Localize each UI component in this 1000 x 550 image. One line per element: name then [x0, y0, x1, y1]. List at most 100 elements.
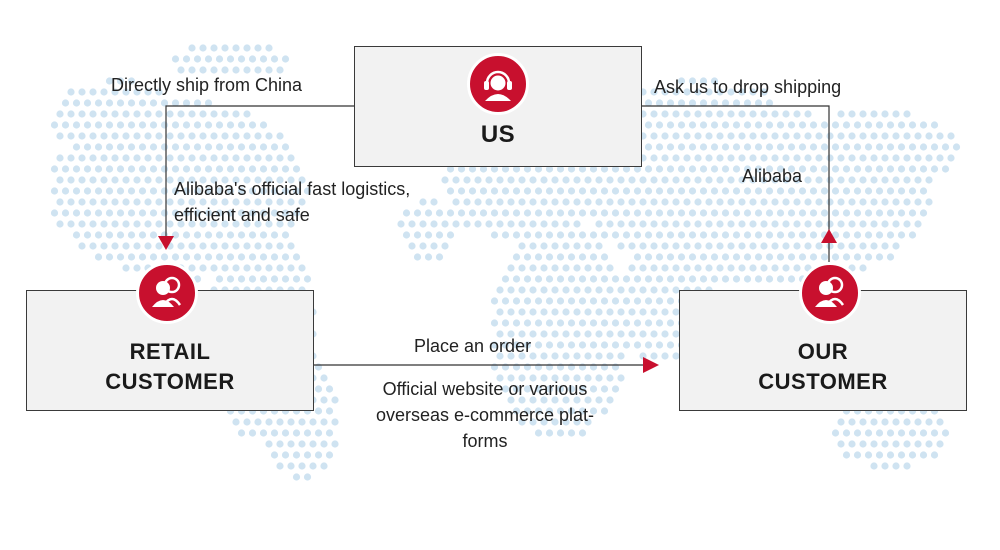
map-dot [589, 275, 598, 283]
map-dot [886, 209, 895, 217]
map-dot [578, 407, 587, 415]
map-dot [919, 165, 928, 173]
map-dot [265, 198, 273, 206]
map-dot [584, 176, 592, 184]
map-dot [545, 231, 554, 239]
map-dot [133, 242, 141, 250]
map-dot [468, 209, 477, 217]
map-dot [870, 242, 878, 250]
map-dot [78, 88, 86, 96]
map-dot [424, 253, 433, 261]
map-dot [952, 143, 961, 151]
map-dot [644, 231, 653, 239]
map-dot [732, 253, 741, 261]
map-dot [292, 275, 301, 283]
map-dot [908, 121, 917, 129]
map-dot [534, 341, 543, 349]
map-dot [534, 209, 543, 217]
map-dot [595, 242, 603, 250]
map-dot [672, 242, 680, 250]
map-dot [760, 154, 768, 162]
map-dot [842, 165, 851, 173]
map-dot [683, 176, 691, 184]
map-dot [155, 110, 163, 118]
map-dot [655, 121, 664, 129]
map-dot [534, 385, 543, 393]
map-dot [551, 198, 559, 206]
map-dot [809, 253, 818, 261]
map-dot [221, 264, 229, 272]
map-dot [298, 264, 306, 272]
map-dot [699, 187, 708, 195]
map-dot [886, 231, 895, 239]
map-dot [644, 143, 653, 151]
map-dot [468, 165, 477, 173]
map-dot [628, 198, 636, 206]
map-dot [149, 99, 158, 107]
map-dot [67, 198, 75, 206]
map-dot [787, 165, 796, 173]
map-dot [545, 275, 554, 283]
map-dot [419, 198, 427, 206]
map-dot [578, 187, 587, 195]
map-dot [276, 264, 284, 272]
map-dot [727, 176, 735, 184]
map-dot [221, 44, 229, 52]
map-dot [639, 286, 647, 294]
map-dot [661, 88, 669, 96]
map-dot [441, 220, 449, 228]
map-dot [204, 99, 213, 107]
map-dot [842, 121, 851, 129]
map-dot [210, 264, 218, 272]
map-dot [688, 165, 697, 173]
map-dot [677, 77, 686, 85]
map-dot [859, 220, 867, 228]
map-dot [303, 473, 312, 481]
map-dot [870, 154, 878, 162]
map-dot [661, 264, 669, 272]
map-dot [727, 198, 735, 206]
map-dot [116, 187, 125, 195]
map-dot [540, 352, 548, 360]
map-dot [226, 121, 235, 129]
map-dot [936, 132, 944, 140]
map-dot [160, 99, 169, 107]
map-dot [105, 77, 114, 85]
map-dot [892, 132, 900, 140]
map-dot [859, 418, 867, 426]
map-dot [248, 143, 257, 151]
map-dot [83, 231, 92, 239]
map-dot [644, 319, 653, 327]
map-dot [105, 143, 114, 151]
map-dot [111, 154, 119, 162]
map-dot [199, 154, 207, 162]
map-dot [177, 154, 185, 162]
map-dot [303, 451, 312, 459]
map-dot [94, 231, 103, 239]
map-dot [688, 187, 697, 195]
map-dot [204, 231, 213, 239]
map-dot [199, 44, 207, 52]
map-dot [281, 165, 290, 173]
map-dot [870, 418, 878, 426]
map-dot [930, 451, 939, 459]
map-dot [61, 209, 70, 217]
map-dot [699, 77, 708, 85]
map-dot [573, 330, 581, 338]
map-dot [584, 352, 592, 360]
map-dot [149, 253, 158, 261]
label-official-line3: forms [462, 431, 508, 451]
map-dot [523, 209, 532, 217]
map-dot [56, 154, 64, 162]
map-dot [562, 396, 570, 404]
map-dot [556, 319, 565, 327]
map-dot [886, 451, 895, 459]
map-dot [457, 165, 466, 173]
map-dot [215, 55, 224, 63]
map-dot [606, 264, 614, 272]
map-dot [793, 198, 801, 206]
map-dot [771, 264, 779, 272]
map-dot [677, 187, 686, 195]
map-dot [567, 253, 576, 261]
map-dot [479, 187, 488, 195]
